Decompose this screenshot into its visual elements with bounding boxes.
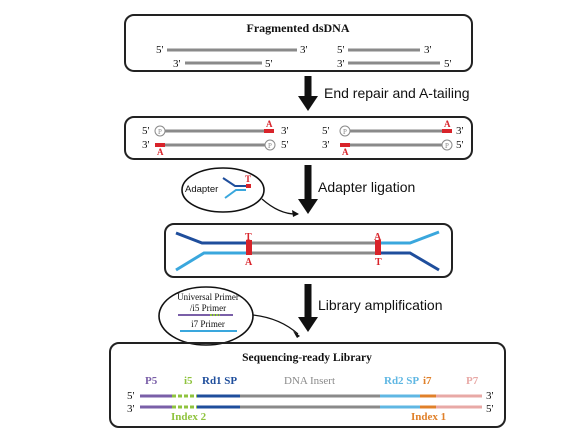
adapter-dark-right [378,251,440,272]
phosphate-label: P [158,128,162,136]
step-arrow-3 [298,284,318,332]
adapter-light-right [378,230,440,245]
ligation-panel [164,223,453,278]
rd1-sp-label: Rd1 SP [202,375,237,387]
step-label-end-repair: End repair and A-tailing [324,85,470,101]
a-tail-marker [155,143,165,147]
a-tail-marker [340,143,350,147]
step-arrow-2 [298,165,318,214]
library-title: Sequencing-ready Library [242,352,372,364]
primer-inset: Universal Primer /i5 Primer i7 Primer [158,286,254,346]
universal-primer-label: Universal Primer [177,292,239,302]
end-repair-panel [124,116,473,160]
i7-primer-label: i7 Primer [191,319,225,329]
step-arrow-1 [298,76,318,111]
strand-label: 5' [156,44,164,56]
strand-label: 5' [444,58,452,70]
phosphate-icon [441,139,453,151]
strand-label: 3' [142,139,150,151]
adapter-top-strand [222,177,246,187]
p7-label: P7 [466,375,479,387]
i5-primer-label: /i5 Primer [190,303,226,313]
repaired-fragment-left: 5' P A 3' 3' A P 5' [142,119,289,157]
a-tail-marker [442,129,452,133]
step-label-library-amplification: Library amplification [318,297,443,313]
strand-label: 5' [142,125,150,137]
adapter-light-left [175,251,250,272]
a-tail-marker [264,129,274,133]
ligation-junction-marker [375,240,381,255]
p5-label: P5 [145,375,158,387]
strand-label: 3' [300,44,308,56]
a-tail-label: A [444,119,451,129]
fragment-left: 5' 3' 3' 5' [156,44,308,70]
strand-label: 3' [173,58,181,70]
a-label: A [374,232,382,243]
step-label-adapter-ligation: Adapter ligation [318,179,415,195]
dna-insert-label: DNA Insert [284,375,335,387]
strand-label: 3' [424,44,432,56]
strand-label: 5' [127,390,135,402]
t-overhang-marker [246,184,251,188]
strand-label: 3' [322,139,330,151]
fragmented-title: Fragmented dsDNA [247,21,350,35]
adapter-dark-left [175,231,250,245]
a-label: A [245,257,253,268]
adapter-inset-arrowhead [292,210,299,217]
rd2-sp-label: Rd2 SP [384,375,419,387]
phosphate-label: P [268,142,272,150]
primer-inset-arrow [252,314,299,335]
index1-label: Index 1 [411,411,446,423]
adapter-label: Adapter [185,184,218,195]
strand-label: 5' [322,125,330,137]
adapter-inset: Adapter T [181,167,265,213]
fragmented-panel [124,14,473,72]
fragment-right: 5' 3' 3' 5' [337,44,452,70]
primer-inset-arrowhead [293,331,300,338]
repaired-fragment-right: 5' P A 3' 3' A P 5' [322,119,464,157]
adapter-bottom-strand [224,189,246,199]
t-label: T [245,232,252,243]
i7-label: i7 [423,375,432,387]
a-tail-label: A [157,147,164,157]
strand-label: 5' [486,403,494,415]
t-overhang-label: T [245,174,251,184]
strand-label: 3' [281,125,289,137]
library-panel [109,342,506,428]
a-tail-label: A [266,119,273,129]
phosphate-icon [264,139,276,151]
strand-label: 5' [337,44,345,56]
strand-label: 5' [456,139,464,151]
phosphate-label: P [343,128,347,136]
strand-label: 3' [127,403,135,415]
t-label: T [375,257,382,268]
strand-label: 3' [456,125,464,137]
a-tail-label: A [342,147,349,157]
i5-label: i5 [184,375,193,387]
strand-label: 5' [281,139,289,151]
strand-label: 3' [486,390,494,402]
adapter-inset-ellipse [181,167,265,213]
index2-label: Index 2 [171,411,207,423]
strand-label: 5' [265,58,273,70]
phosphate-label: P [445,142,449,150]
ligated-fragment: T A A T [175,230,440,272]
primer-inset-ellipse [158,286,254,346]
ligation-junction-marker [246,240,252,255]
strand-label: 3' [337,58,345,70]
